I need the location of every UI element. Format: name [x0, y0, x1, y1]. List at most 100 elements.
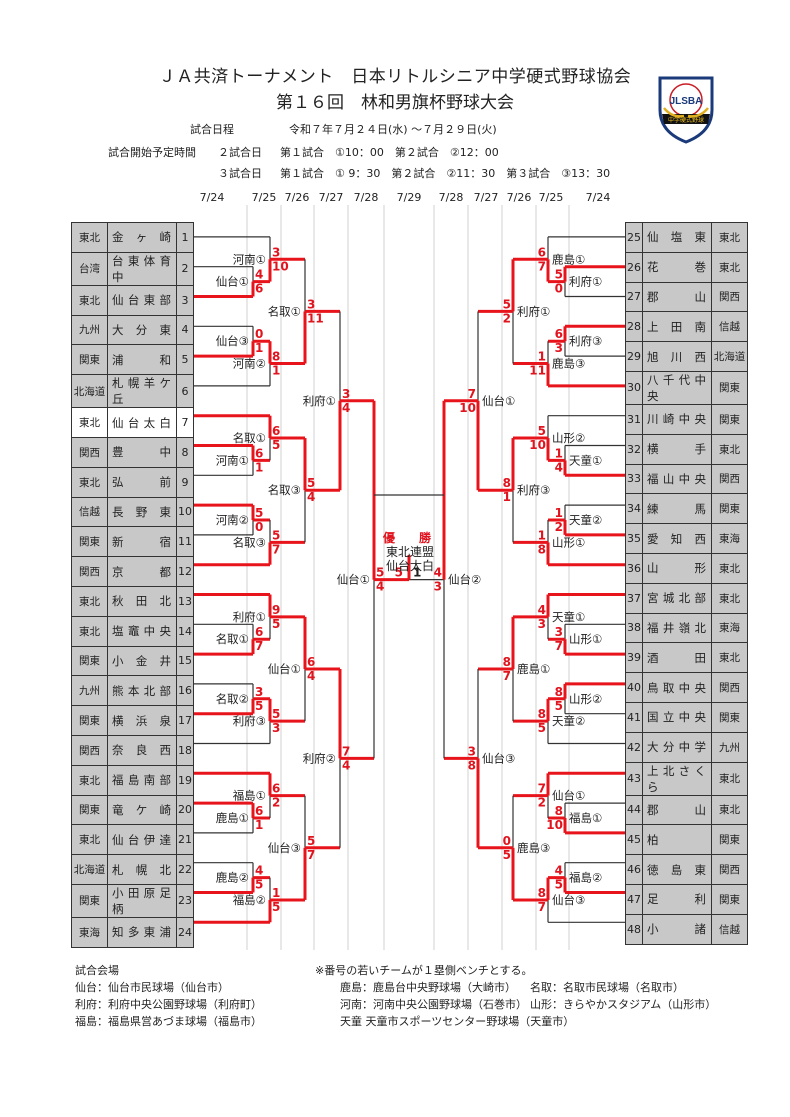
score: 7	[255, 639, 263, 653]
team-num: 40	[625, 672, 643, 703]
game-venue-label: 福島②	[233, 893, 266, 907]
team-name: 国立中央	[642, 701, 712, 733]
team-name: 豊中	[107, 436, 177, 468]
score: 7	[538, 259, 546, 273]
team-name: 秋田北	[107, 585, 177, 617]
score: 4	[555, 864, 563, 878]
score: 5	[538, 424, 546, 438]
team-name: 柏	[642, 824, 712, 856]
team-region: 北海道	[711, 341, 748, 372]
team-name: 浦和	[107, 344, 177, 376]
team-num: 19	[176, 764, 194, 796]
champion-league: 東北連盟	[385, 545, 434, 559]
score: 8	[503, 655, 511, 669]
team-num: 24	[176, 916, 194, 948]
team-region: 東海	[711, 523, 748, 554]
game-venue-label: 利府①	[233, 610, 266, 624]
team-region: 東北	[71, 466, 108, 498]
venue-fukushima: 福島：福島県営あづま球場（福島市）	[75, 1015, 262, 1028]
game-venue-label: 仙台③	[216, 334, 249, 348]
team-region: 関東	[71, 794, 108, 826]
team-num: 11	[176, 526, 194, 558]
score: 7	[538, 782, 546, 796]
team-name: 新宿	[107, 526, 177, 558]
score: 5	[555, 268, 563, 282]
score: 6	[272, 424, 280, 438]
game-venue-label: 鹿島①	[517, 662, 550, 676]
team-region: 関東	[711, 403, 748, 435]
score: 6	[255, 625, 263, 639]
champion-box: 優 勝 東北連盟 仙台太白	[378, 531, 442, 573]
team-name: 大分東	[107, 314, 177, 346]
champion-team: 仙台太白	[385, 559, 434, 573]
team-region: 関東	[711, 824, 748, 856]
score: 7	[307, 848, 315, 862]
team-name: 上北さくら	[642, 761, 712, 796]
game-venue-label: 名取①	[268, 304, 301, 318]
game-venue-label: 河南①	[233, 252, 266, 266]
team-num: 17	[176, 705, 194, 736]
team-region: 九州	[71, 675, 108, 707]
round-date: 7/29	[396, 191, 422, 204]
score: 5	[503, 848, 511, 862]
venue-kashima: 鹿島：鹿島台中央野球場（大崎市）	[340, 981, 516, 994]
game-venue-label: 名取①	[233, 431, 266, 445]
team-num: 10	[176, 496, 194, 528]
score: 8	[468, 758, 476, 772]
score: 7	[468, 387, 476, 401]
team-region: 関東	[71, 526, 108, 558]
venue-yamagata: 山形：きらやかスタジアム（山形市）	[530, 998, 717, 1011]
score: 3	[434, 580, 442, 594]
team-name: 八千代中央	[642, 370, 712, 405]
team-region: 関西	[711, 281, 748, 313]
round-date: 7/27	[318, 191, 344, 204]
team-name: 鳥取中央	[642, 672, 712, 703]
round-date: 7/26	[284, 191, 310, 204]
score: 3	[468, 744, 476, 758]
score: 10	[272, 259, 289, 273]
team-num: 6	[176, 374, 194, 409]
tournament-title: ＪＡ共済トーナメント 日本リトルシニア中学硬式野球協会	[158, 67, 632, 87]
game-venue-label: 名取①	[216, 632, 249, 646]
game-venue-label: 仙台③	[268, 841, 301, 855]
score: 1	[255, 460, 263, 474]
final-score-right: 1	[413, 566, 421, 580]
team-region: 東北	[71, 222, 108, 253]
team-num: 27	[625, 281, 643, 313]
team-name: 仙塩東	[642, 222, 712, 253]
score: 0	[503, 834, 511, 848]
score: 3	[272, 721, 280, 735]
team-region: 東北	[71, 615, 108, 647]
team-num: 34	[625, 493, 643, 525]
team-region: 関東	[711, 493, 748, 525]
team-name: 宮城北部	[642, 582, 712, 614]
game-venue-label: 利府②	[303, 751, 336, 765]
score: 8	[538, 707, 546, 721]
game-venue-label: 利府①	[569, 275, 602, 289]
score: 10	[546, 818, 563, 832]
venue-rifu: 利府：利府中央公園野球場（利府町）	[75, 998, 262, 1011]
team-name: 練馬	[642, 493, 712, 525]
score: 2	[503, 311, 511, 325]
team-name: 横浜泉	[107, 705, 177, 736]
team-num: 25	[625, 222, 643, 253]
score: 8	[555, 685, 563, 699]
round-date: 7/28	[438, 191, 464, 204]
team-name: 福井嶺北	[642, 612, 712, 644]
game-venue-label: 鹿島③	[552, 357, 585, 371]
team-name: 旭川西	[642, 341, 712, 372]
team-num: 1	[176, 222, 194, 253]
